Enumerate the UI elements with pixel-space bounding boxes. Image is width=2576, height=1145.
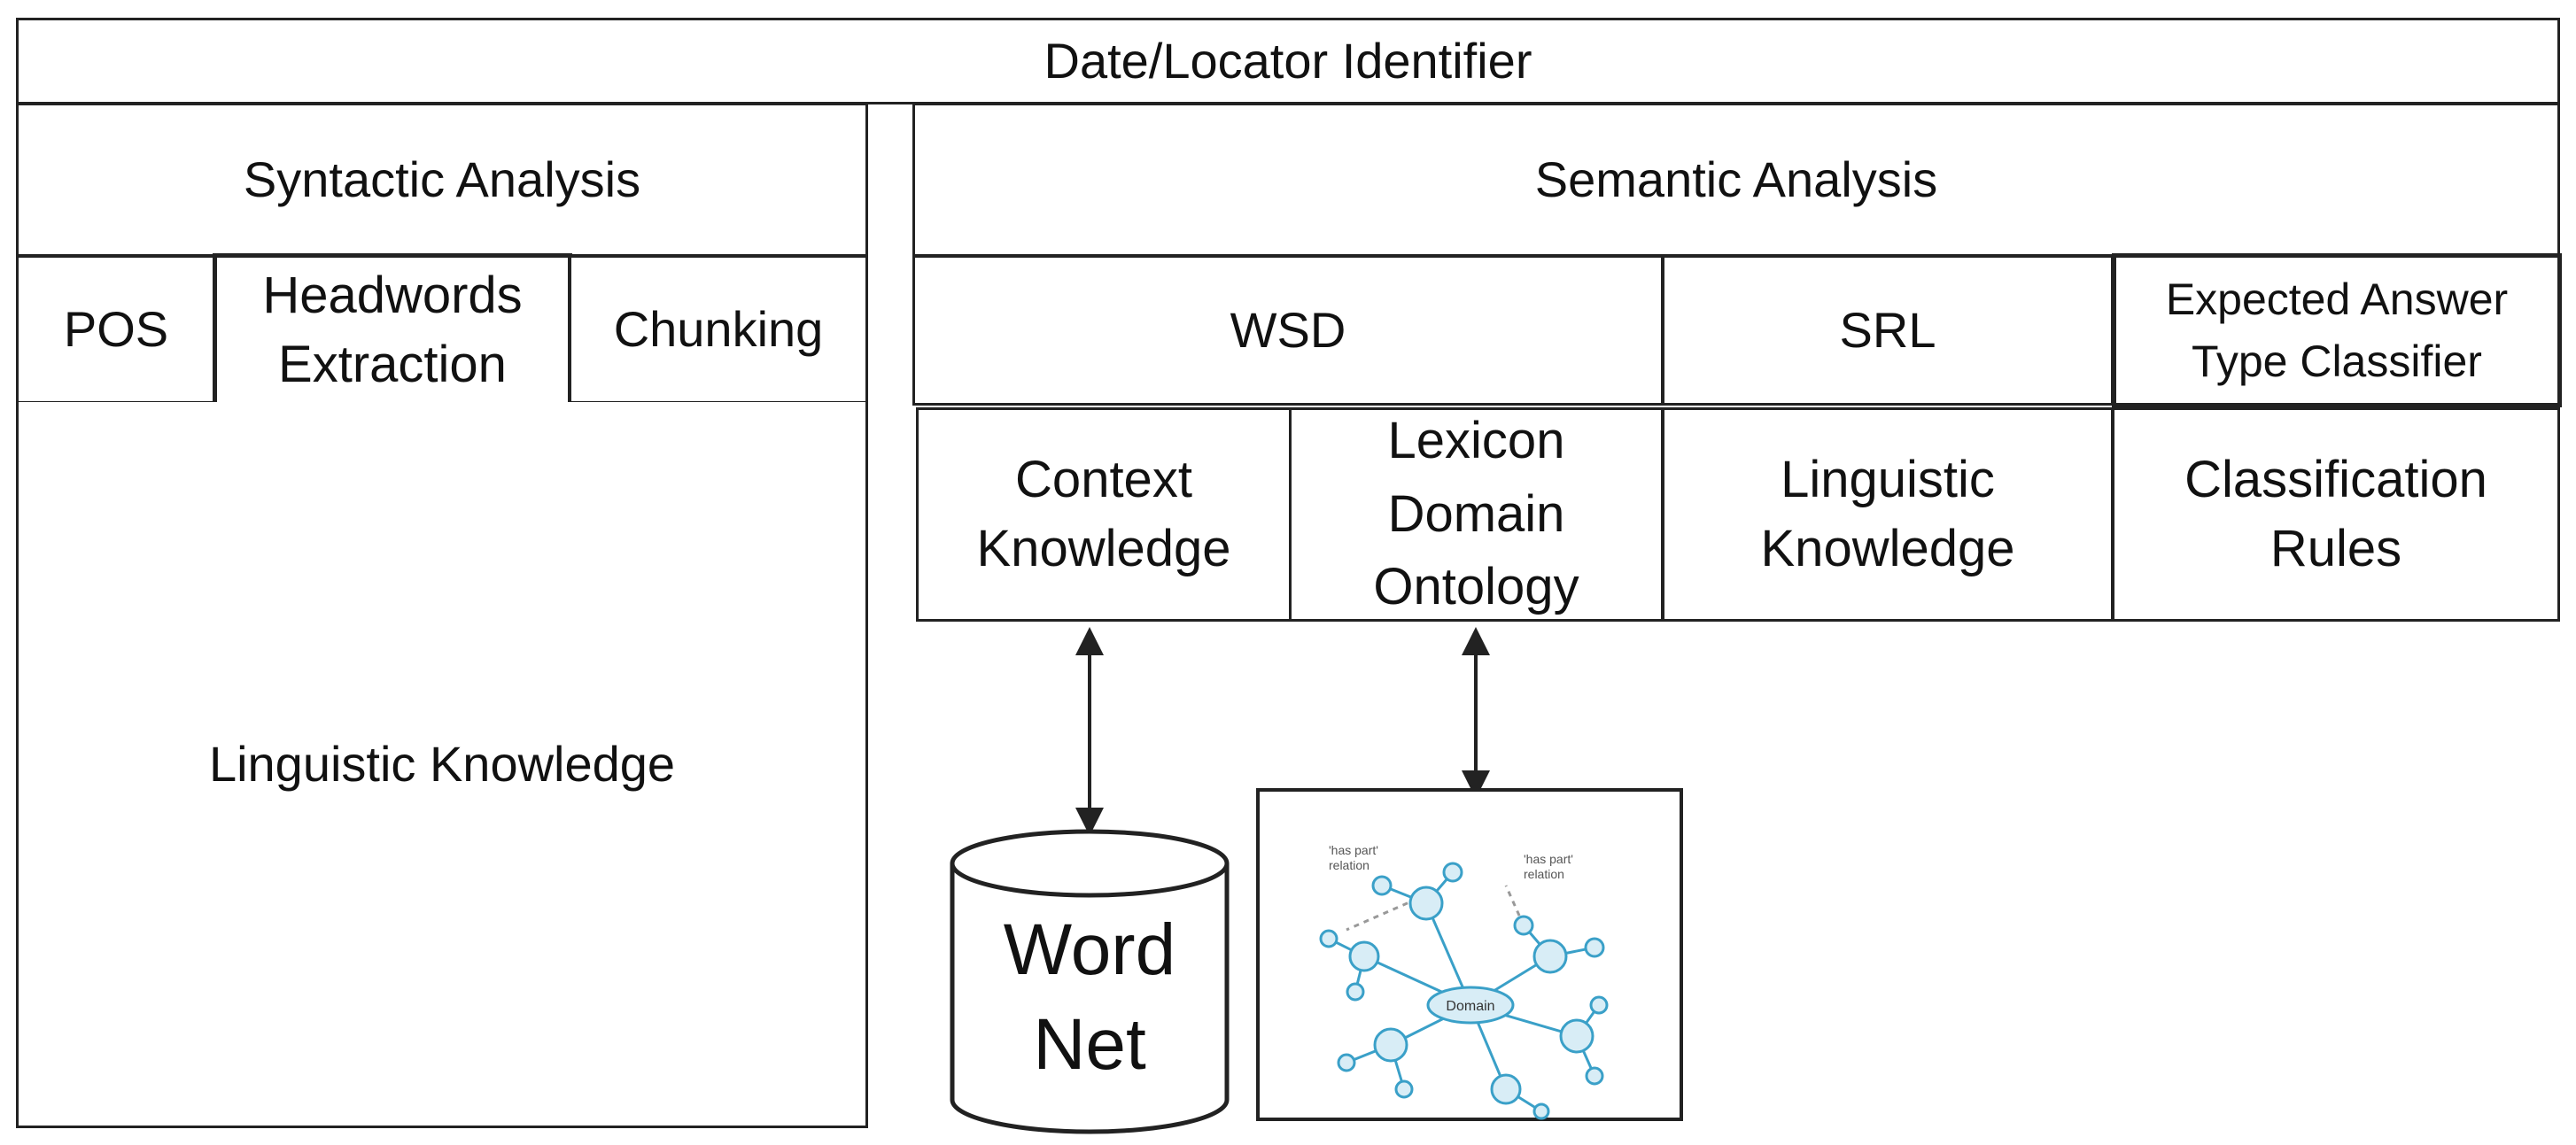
chunking-label: Chunking	[613, 301, 824, 358]
syntactic-analysis-box: Syntactic Analysis	[16, 103, 868, 257]
lexicon-domain-ontology-box: Lexicon Domain Ontology	[1289, 407, 1664, 622]
ontology-relation-right-label: 'has part'relation	[1524, 852, 1573, 881]
headwords-extraction-label: Headwords Extraction	[262, 266, 523, 393]
headwords-extraction-box: Headwords Extraction	[213, 253, 572, 407]
ontology-relation-left-label: 'has part'relation	[1329, 843, 1378, 872]
semantic-analysis-title: Semantic Analysis	[1534, 151, 1938, 208]
ontology-domain-label: Domain	[1446, 999, 1494, 1014]
classification-rules-box: Classification Rules	[2112, 407, 2560, 622]
wordnet-label: Word Net	[1003, 909, 1176, 1085]
context-knowledge-box: Context Knowledge	[916, 407, 1292, 622]
expected-answer-type-classifier-label: Expected Answer Type Classifier	[2165, 275, 2509, 386]
pos-label: POS	[63, 301, 169, 358]
srl-label: SRL	[1839, 302, 1936, 359]
semantic-linguistic-knowledge-box: Linguistic Knowledge	[1662, 407, 2114, 622]
lexicon-domain-ontology-label: Lexicon Domain Ontology	[1373, 412, 1579, 616]
syntactic-linguistic-knowledge-box: Linguistic Knowledge	[16, 402, 868, 1128]
date-locator-identifier-box: Date/Locator Identifier	[16, 18, 2560, 104]
semantic-linguistic-knowledge-label: Linguistic Knowledge	[1760, 450, 2015, 577]
ontology-image-frame	[1256, 788, 1683, 1121]
semantic-analysis-box: Semantic Analysis	[912, 103, 2560, 257]
wsd-box: WSD	[912, 255, 1664, 406]
context-knowledge-label: Context Knowledge	[976, 450, 1231, 577]
expected-answer-type-classifier-box: Expected Answer Type Classifier	[2112, 253, 2562, 407]
classification-rules-label: Classification Rules	[2184, 450, 2487, 577]
date-locator-identifier-label: Date/Locator Identifier	[1044, 33, 1532, 89]
syntactic-linguistic-knowledge-label: Linguistic Knowledge	[208, 735, 676, 792]
pos-box: POS	[16, 255, 216, 404]
srl-box: SRL	[1662, 255, 2114, 406]
domain-ontology-graph	[1319, 862, 1609, 1120]
syntactic-analysis-title: Syntactic Analysis	[243, 151, 641, 208]
chunking-box: Chunking	[569, 255, 868, 404]
wsd-label: WSD	[1230, 302, 1346, 359]
